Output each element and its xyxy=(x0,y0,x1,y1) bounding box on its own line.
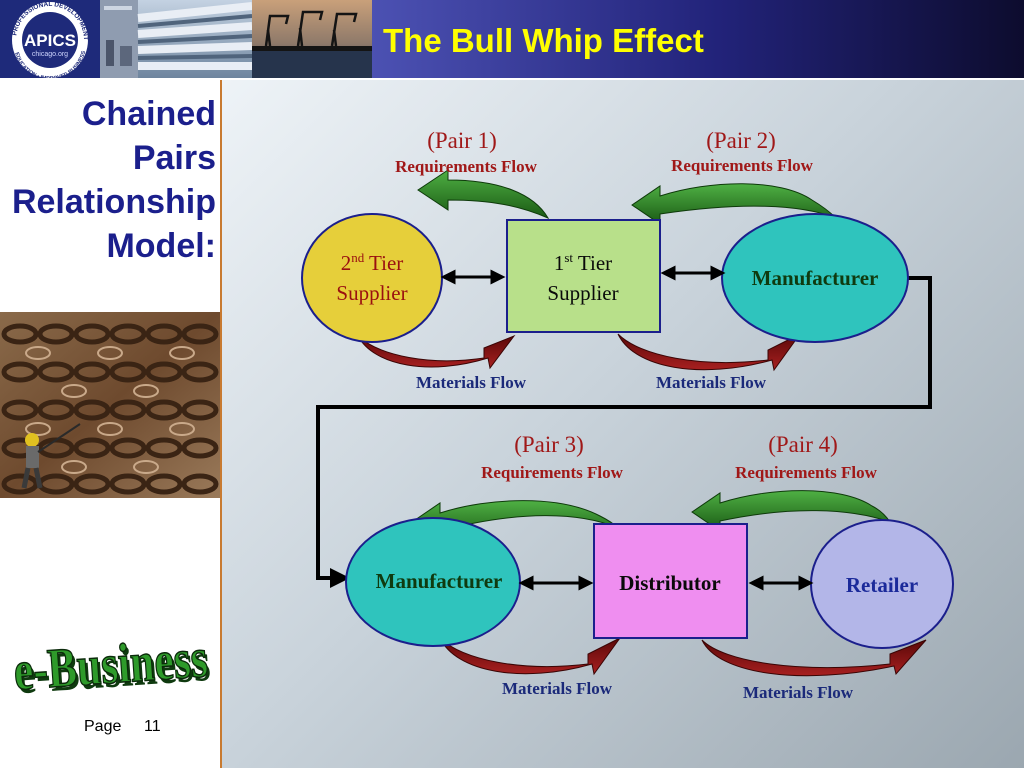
model-heading-line-3: Relationship xyxy=(11,183,216,221)
pair-4-requirements-arrow xyxy=(691,490,892,532)
warehouse-photo xyxy=(100,0,138,78)
pair-4-materials-arrow xyxy=(701,639,927,677)
panel-divider xyxy=(220,80,222,768)
pair-3-requirements-arrow xyxy=(411,500,619,542)
pair-1-materials-label: Materials Flow xyxy=(416,373,527,392)
pair-2-requirements-arrow xyxy=(631,183,837,225)
pair-2-materials-label: Materials Flow xyxy=(656,373,767,392)
diagram-area: 2nd Tier Supplier 1st Tier Supplier Manu… xyxy=(222,80,1024,768)
manufacturer-bottom-label: Manufacturer xyxy=(376,569,503,593)
chain-worker-photo xyxy=(0,312,220,498)
tier1-supplier-node xyxy=(506,219,661,333)
pair-3-label: (Pair 3) xyxy=(514,432,584,457)
distributor-node xyxy=(593,523,748,639)
row-connector-line xyxy=(316,276,932,588)
model-heading-line-4: Model: xyxy=(106,227,216,265)
tier1-label-line1: 1st Tier xyxy=(554,250,612,275)
model-heading-line-1: Chained xyxy=(81,95,216,133)
model-heading-line-2: Pairs xyxy=(132,139,216,177)
pair-3-materials-label: Materials Flow xyxy=(502,679,613,698)
distributor-label: Distributor xyxy=(619,571,721,595)
pair-4-materials-label: Materials Flow xyxy=(743,683,854,702)
tier1-label-line2: Supplier xyxy=(547,281,618,305)
header-photo-strip xyxy=(100,0,372,78)
ebusiness-logo-text: e-Business xyxy=(12,626,210,702)
page-label: Page xyxy=(84,718,122,735)
pair-1-label: (Pair 1) xyxy=(427,128,497,153)
pair-2-label: (Pair 2) xyxy=(706,128,776,153)
pair-3-requirements-label: Requirements Flow xyxy=(481,463,624,482)
page-number: 11 xyxy=(144,718,161,735)
retailer-label: Retailer xyxy=(846,573,918,597)
pair-2-materials-arrow xyxy=(617,333,801,372)
slide-title: The Bull Whip Effect xyxy=(383,22,704,59)
logo-subtext: chicago.org xyxy=(32,51,68,58)
pair-2-requirements-label: Requirements Flow xyxy=(671,156,814,175)
pair-4-requirements-label: Requirements Flow xyxy=(735,463,878,482)
pair-3-materials-arrow xyxy=(439,637,621,676)
apics-logo: PROFESSIONAL DEVELOPMENT EDUCATION • IMP… xyxy=(0,0,100,78)
pair-4-label: (Pair 4) xyxy=(768,432,838,457)
ebusiness-logo: e-Business e-Business xyxy=(11,625,212,706)
tier2-label-line1: 2nd Tier xyxy=(341,250,404,275)
manufacturer-top-label: Manufacturer xyxy=(752,266,879,290)
tier2-label-line2: Supplier xyxy=(336,281,407,305)
pair-1-requirements-label: Requirements Flow xyxy=(395,157,538,176)
ebusiness-logo-shadow: e-Business xyxy=(14,630,212,706)
pair-1-materials-arrow xyxy=(357,334,516,370)
pair-1-requirements-arrow xyxy=(417,169,550,220)
worker-figure xyxy=(21,423,81,489)
logo-text: APICS xyxy=(24,31,76,50)
slide-header: PROFESSIONAL DEVELOPMENT EDUCATION • IMP… xyxy=(0,0,1024,78)
tier2-supplier-node xyxy=(301,213,443,343)
chained-pairs-diagram: 2nd Tier Supplier 1st Tier Supplier Manu… xyxy=(301,128,954,702)
